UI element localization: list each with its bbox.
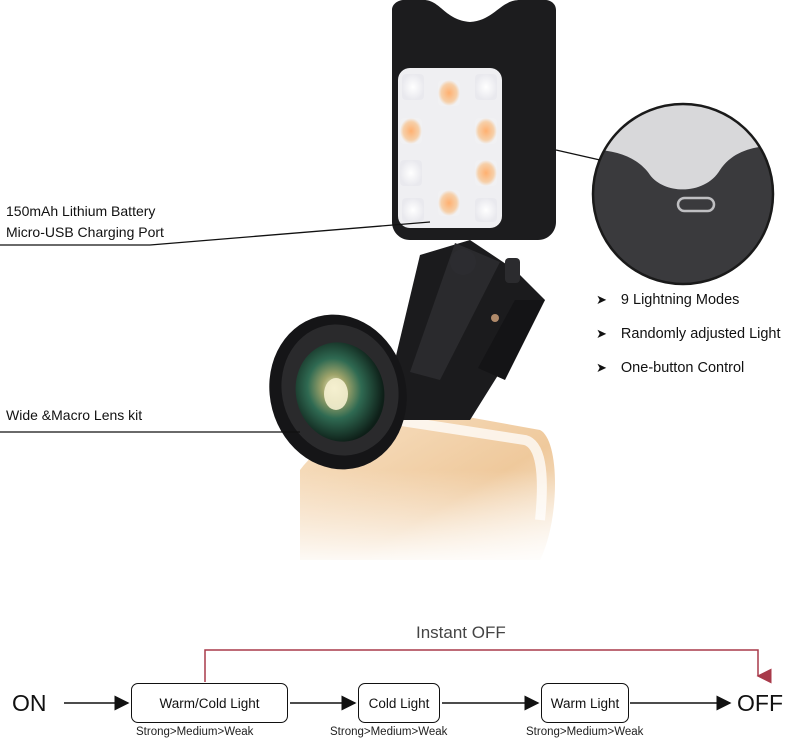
flow-connectors <box>64 649 772 711</box>
feature-item: ➤ Randomly adjusted Light <box>596 326 781 342</box>
flow-end-off: OFF <box>737 690 783 716</box>
feature-list: ➤ 9 Lightning Modes ➤ Randomly adjusted … <box>596 290 781 378</box>
charging-port-label: Micro-USB Charging Port <box>6 224 164 240</box>
flow-step-sub: Strong>Medium>Weak <box>330 726 448 738</box>
flow-step-sub: Strong>Medium>Weak <box>136 726 254 738</box>
macro-lens <box>269 314 407 470</box>
light-head <box>392 0 556 240</box>
callout-lines <box>0 149 601 433</box>
flow-start-on: ON <box>12 690 47 716</box>
arrowhead-bullet-icon: ➤ <box>596 360 607 375</box>
flow-step-warm: Warm Light <box>541 683 629 723</box>
instant-off-label: Instant OFF <box>416 623 506 642</box>
arrowhead-bullet-icon: ➤ <box>596 292 607 307</box>
feature-item: ➤ 9 Lightning Modes <box>596 292 740 308</box>
flow-step-cold: Cold Light <box>358 683 440 723</box>
battery-callout: 150mAh Lithium Battery Micro-USB Chargin… <box>6 203 164 240</box>
instant-off-arrow <box>204 649 772 684</box>
led-grid <box>400 74 497 222</box>
flow-step-sub: Strong>Medium>Weak <box>526 726 644 738</box>
battery-label: 150mAh Lithium Battery <box>6 203 156 219</box>
product-illustration <box>0 0 775 570</box>
clip-arm <box>395 240 545 420</box>
arrowhead-bullet-icon: ➤ <box>596 326 607 341</box>
feature-item: ➤ One-button Control <box>596 360 745 376</box>
flow-step-warm-cold: Warm/Cold Light <box>131 683 288 723</box>
lens-label: Wide &Macro Lens kit <box>6 407 143 423</box>
button-zoom <box>591 102 775 286</box>
